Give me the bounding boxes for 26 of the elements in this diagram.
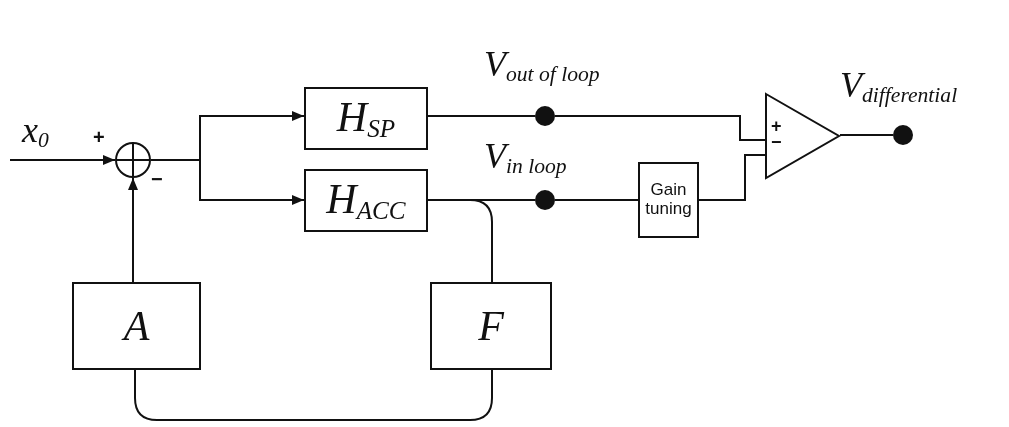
block-label: A xyxy=(123,305,150,347)
block-label: H$_{SP}$ xyxy=(336,95,396,142)
signal-line xyxy=(134,369,493,421)
transfer-function-box xyxy=(430,282,552,370)
edge-label: x$_{0}$ xyxy=(22,110,49,150)
transfer-function-box xyxy=(304,169,428,232)
arrow xyxy=(128,177,138,283)
arrow xyxy=(9,155,116,165)
sign-label: − xyxy=(151,168,163,190)
signal-label: V$_{out of loop}$ xyxy=(484,44,600,84)
transfer-function-box xyxy=(304,87,428,150)
signal-line xyxy=(839,134,894,136)
transfer-function-box xyxy=(638,162,699,238)
arrow xyxy=(150,159,305,205)
signal-line xyxy=(554,199,639,201)
block-label: H$_{ACC}$ xyxy=(326,177,406,224)
block-label: F xyxy=(478,305,504,347)
signal-label: V$_{differential}$ xyxy=(840,65,958,105)
sign-label: + xyxy=(93,126,105,148)
block-label: Gain tuning xyxy=(644,181,693,219)
signal-label: V$_{in loop}$ xyxy=(484,136,567,176)
signal-line xyxy=(698,154,766,201)
signal-line xyxy=(427,199,493,283)
signal-line xyxy=(427,115,536,117)
signal-line xyxy=(554,115,766,141)
transfer-function-box xyxy=(72,282,201,370)
